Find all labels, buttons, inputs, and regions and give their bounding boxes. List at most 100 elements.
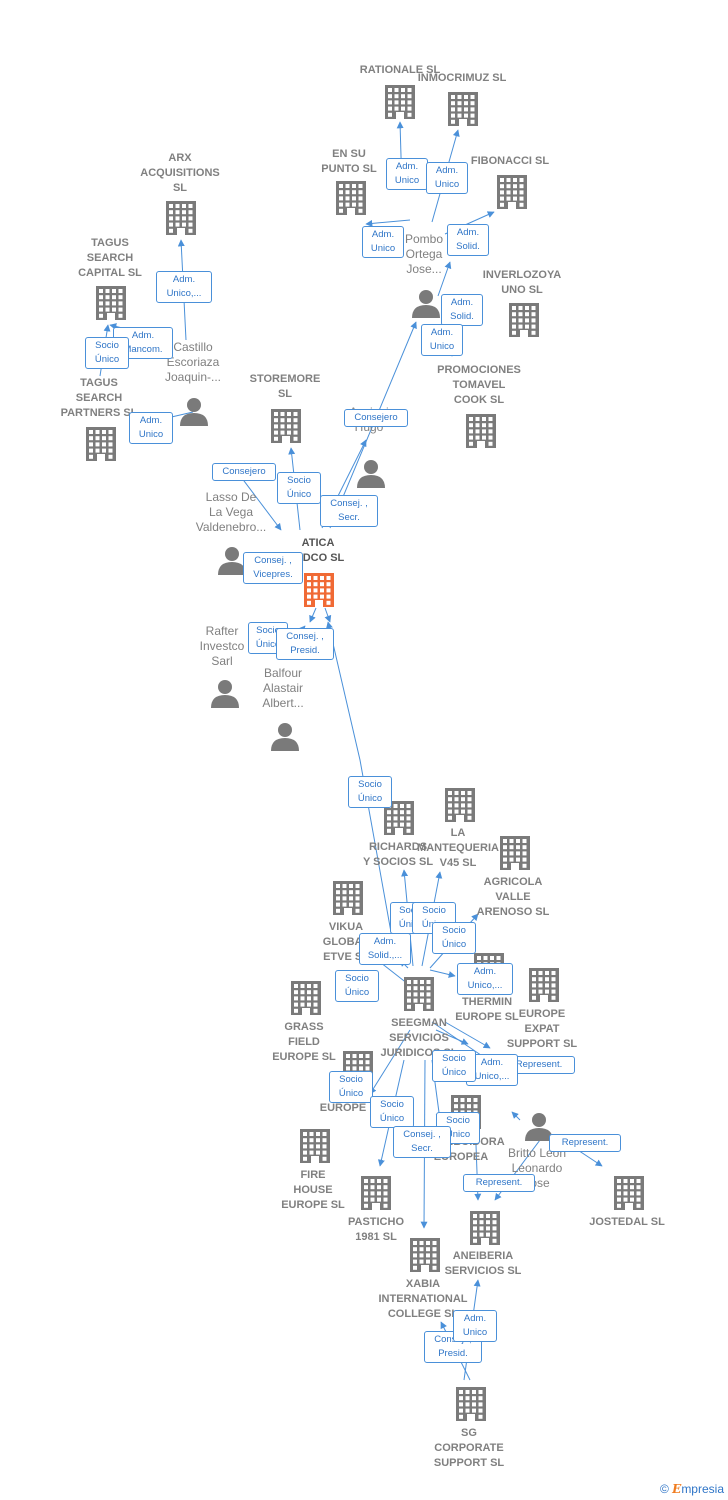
company-icon-inmocrimuz[interactable] bbox=[448, 92, 478, 126]
company-icon-xabia[interactable] bbox=[410, 1238, 440, 1272]
company-icon-vikua[interactable] bbox=[333, 881, 363, 915]
company-icon-fire[interactable] bbox=[300, 1129, 330, 1163]
relation-badge-b24[interactable]: Socio Único bbox=[335, 970, 379, 1002]
relation-edge bbox=[444, 1021, 491, 1049]
company-label-ensupunto[interactable]: EN SU PUNTO SL bbox=[321, 148, 377, 175]
company-label-fibonacci[interactable]: FIBONACCI SL bbox=[470, 155, 550, 167]
person-icon-lasso[interactable] bbox=[218, 547, 246, 575]
relation-badge-b2[interactable]: Adm. Unico bbox=[426, 162, 468, 194]
relation-edge bbox=[365, 219, 411, 227]
company-label-inmocrimuz[interactable]: INMOCRIMUZ SL bbox=[417, 72, 507, 84]
company-icon-europe_expat[interactable] bbox=[529, 968, 559, 1002]
company-label-rationale[interactable]: RATIONALE SL bbox=[359, 64, 441, 76]
company-label-inverlozoya[interactable]: INVERLOZOYA UNO SL bbox=[482, 269, 562, 296]
relation-badge-b28[interactable]: Socio Único bbox=[329, 1071, 373, 1103]
relation-badge-b23[interactable]: Adm. Unico,... bbox=[457, 963, 513, 995]
relation-badge-b6[interactable]: Adm. Unico bbox=[421, 324, 463, 356]
relation-edge bbox=[326, 621, 397, 961]
company-icon-jostedal[interactable] bbox=[614, 1176, 644, 1210]
relation-edge bbox=[437, 261, 452, 297]
company-icon-atica[interactable] bbox=[304, 573, 334, 607]
company-icon-inverlozoya[interactable] bbox=[509, 303, 539, 337]
person-label-rafter[interactable]: Rafter Investco Sarl bbox=[199, 624, 245, 668]
relation-edge bbox=[324, 607, 332, 623]
relation-badge-b17[interactable]: Consej. , Presid. bbox=[276, 628, 334, 660]
relation-edge bbox=[309, 607, 317, 623]
relation-badge-b32[interactable]: Represent. bbox=[549, 1134, 621, 1152]
company-label-thermin[interactable]: THERMIN EUROPE SL bbox=[455, 996, 519, 1023]
company-icon-mantequeria[interactable] bbox=[445, 788, 475, 822]
company-label-fire[interactable]: FIRE HOUSE EUROPE SL bbox=[281, 1169, 345, 1211]
company-icon-sg[interactable] bbox=[456, 1387, 486, 1421]
company-label-europe_expat[interactable]: EUROPE EXPAT SUPPORT SL bbox=[506, 1008, 578, 1050]
company-icon-tagus_capital[interactable] bbox=[96, 286, 126, 320]
company-icon-aneiberia[interactable] bbox=[470, 1211, 500, 1245]
relation-badge-b5[interactable]: Adm. Solid. bbox=[441, 294, 483, 326]
company-icon-tagus_partners[interactable] bbox=[86, 427, 116, 461]
company-icon-arx[interactable] bbox=[166, 201, 196, 235]
company-label-aneiberia[interactable]: ANEIBERIA SERVICIOS SL bbox=[444, 1250, 522, 1277]
person-icon-balfour[interactable] bbox=[271, 723, 299, 751]
company-label-richards[interactable]: RICHARDS Y SOCIOS SL bbox=[362, 841, 434, 868]
company-icon-rationale[interactable] bbox=[385, 85, 415, 119]
brand-initial: E bbox=[672, 1482, 682, 1496]
person-icon-anciani[interactable] bbox=[357, 460, 385, 488]
company-icon-tomavel[interactable] bbox=[466, 414, 496, 448]
relation-badge-b7[interactable]: Adm. Unico,... bbox=[156, 271, 212, 303]
relation-badge-b11[interactable]: Consejero bbox=[344, 409, 408, 427]
relation-badge-b31[interactable]: Consej. , Secr. bbox=[393, 1126, 451, 1158]
company-icon-seegman[interactable] bbox=[404, 977, 434, 1011]
person-label-balfour[interactable]: Balfour Alastair Albert... bbox=[262, 666, 304, 710]
company-label-jostedal[interactable]: JOSTEDAL SL bbox=[589, 1216, 665, 1228]
company-label-grass[interactable]: GRASS FIELD EUROPE SL bbox=[272, 1021, 336, 1063]
company-icon-grass[interactable] bbox=[291, 981, 321, 1015]
company-label-tomavel[interactable]: PROMOCIONES TOMAVEL COOK SL bbox=[437, 364, 521, 406]
relation-badge-b33[interactable]: Represent. bbox=[463, 1174, 535, 1192]
person-icon-britto[interactable] bbox=[525, 1113, 553, 1141]
person-icon-castillo[interactable] bbox=[180, 398, 208, 426]
copyright-symbol: © bbox=[659, 1482, 669, 1496]
company-label-vikua[interactable]: VIKUA GLOBAL ETVE SL bbox=[322, 921, 370, 963]
person-label-castillo[interactable]: Castillo Escoriaza Joaquin-... bbox=[164, 340, 222, 384]
company-icon-fibonacci[interactable] bbox=[497, 175, 527, 209]
relation-badge-b27[interactable]: Socio Único bbox=[432, 1050, 476, 1082]
relation-edge bbox=[429, 969, 456, 978]
company-label-agricola[interactable]: AGRICOLA VALLE ARENOSO SL bbox=[476, 876, 550, 918]
relation-badge-b21[interactable]: Socio Único bbox=[432, 922, 476, 954]
relation-badge-b9[interactable]: Socio Único bbox=[85, 337, 129, 369]
company-label-tagus_partners[interactable]: TAGUS SEARCH PARTNERS SL bbox=[60, 377, 138, 419]
relation-badge-b18[interactable]: Socio Único bbox=[348, 776, 392, 808]
relation-edge bbox=[511, 1111, 521, 1121]
relation-badge-b14[interactable]: Consej. , Secr. bbox=[320, 495, 378, 527]
brand-name: mpresia bbox=[681, 1482, 724, 1496]
person-label-pombo[interactable]: Pombo Ortega Jose... bbox=[404, 232, 444, 276]
person-icon-pombo[interactable] bbox=[412, 290, 440, 318]
relation-badge-b4[interactable]: Adm. Solid. bbox=[447, 224, 489, 256]
relation-badge-b13[interactable]: Socio Único bbox=[277, 472, 321, 504]
company-label-pasticho[interactable]: PASTICHO 1981 SL bbox=[347, 1216, 405, 1243]
company-label-storemore[interactable]: STOREMORE SL bbox=[249, 373, 321, 400]
company-label-xabia[interactable]: XABIA INTERNATIONAL COLLEGE SL bbox=[378, 1278, 468, 1320]
relation-badge-b15[interactable]: Consej. , Vicepres. bbox=[243, 552, 303, 584]
company-label-arx[interactable]: ARX ACQUISITIONS SL bbox=[140, 152, 220, 194]
relation-edge bbox=[435, 1029, 469, 1045]
relation-edge bbox=[369, 1029, 411, 1095]
company-icon-ensupunto[interactable] bbox=[336, 181, 366, 215]
relation-badge-b12[interactable]: Consejero bbox=[212, 463, 276, 481]
company-icon-agricola[interactable] bbox=[500, 836, 530, 870]
relation-badge-b10[interactable]: Adm. Unico bbox=[129, 412, 173, 444]
relation-badge-b22[interactable]: Adm. Solid.,... bbox=[359, 933, 411, 965]
company-label-sg[interactable]: SG CORPORATE SUPPORT SL bbox=[433, 1427, 505, 1469]
company-icon-storemore[interactable] bbox=[271, 409, 301, 443]
company-label-tagus_capital[interactable]: TAGUS SEARCH CAPITAL SL bbox=[78, 237, 142, 279]
person-icon-rafter[interactable] bbox=[211, 680, 239, 708]
person-label-lasso[interactable]: Lasso De La Vega Valdenebro... bbox=[195, 490, 267, 534]
relation-badge-b3[interactable]: Adm. Unico bbox=[362, 226, 404, 258]
relation-badge-b35[interactable]: Adm. Unico bbox=[453, 1310, 497, 1342]
empresia-logo: © Empresia bbox=[660, 1482, 724, 1496]
relation-badge-b1[interactable]: Adm. Unico bbox=[386, 158, 428, 190]
company-icon-pasticho[interactable] bbox=[361, 1176, 391, 1210]
company-label-mantequeria[interactable]: LA MANTEQUERIA V45 SL bbox=[417, 827, 499, 869]
relation-badge-b29[interactable]: Socio Único bbox=[370, 1096, 414, 1128]
